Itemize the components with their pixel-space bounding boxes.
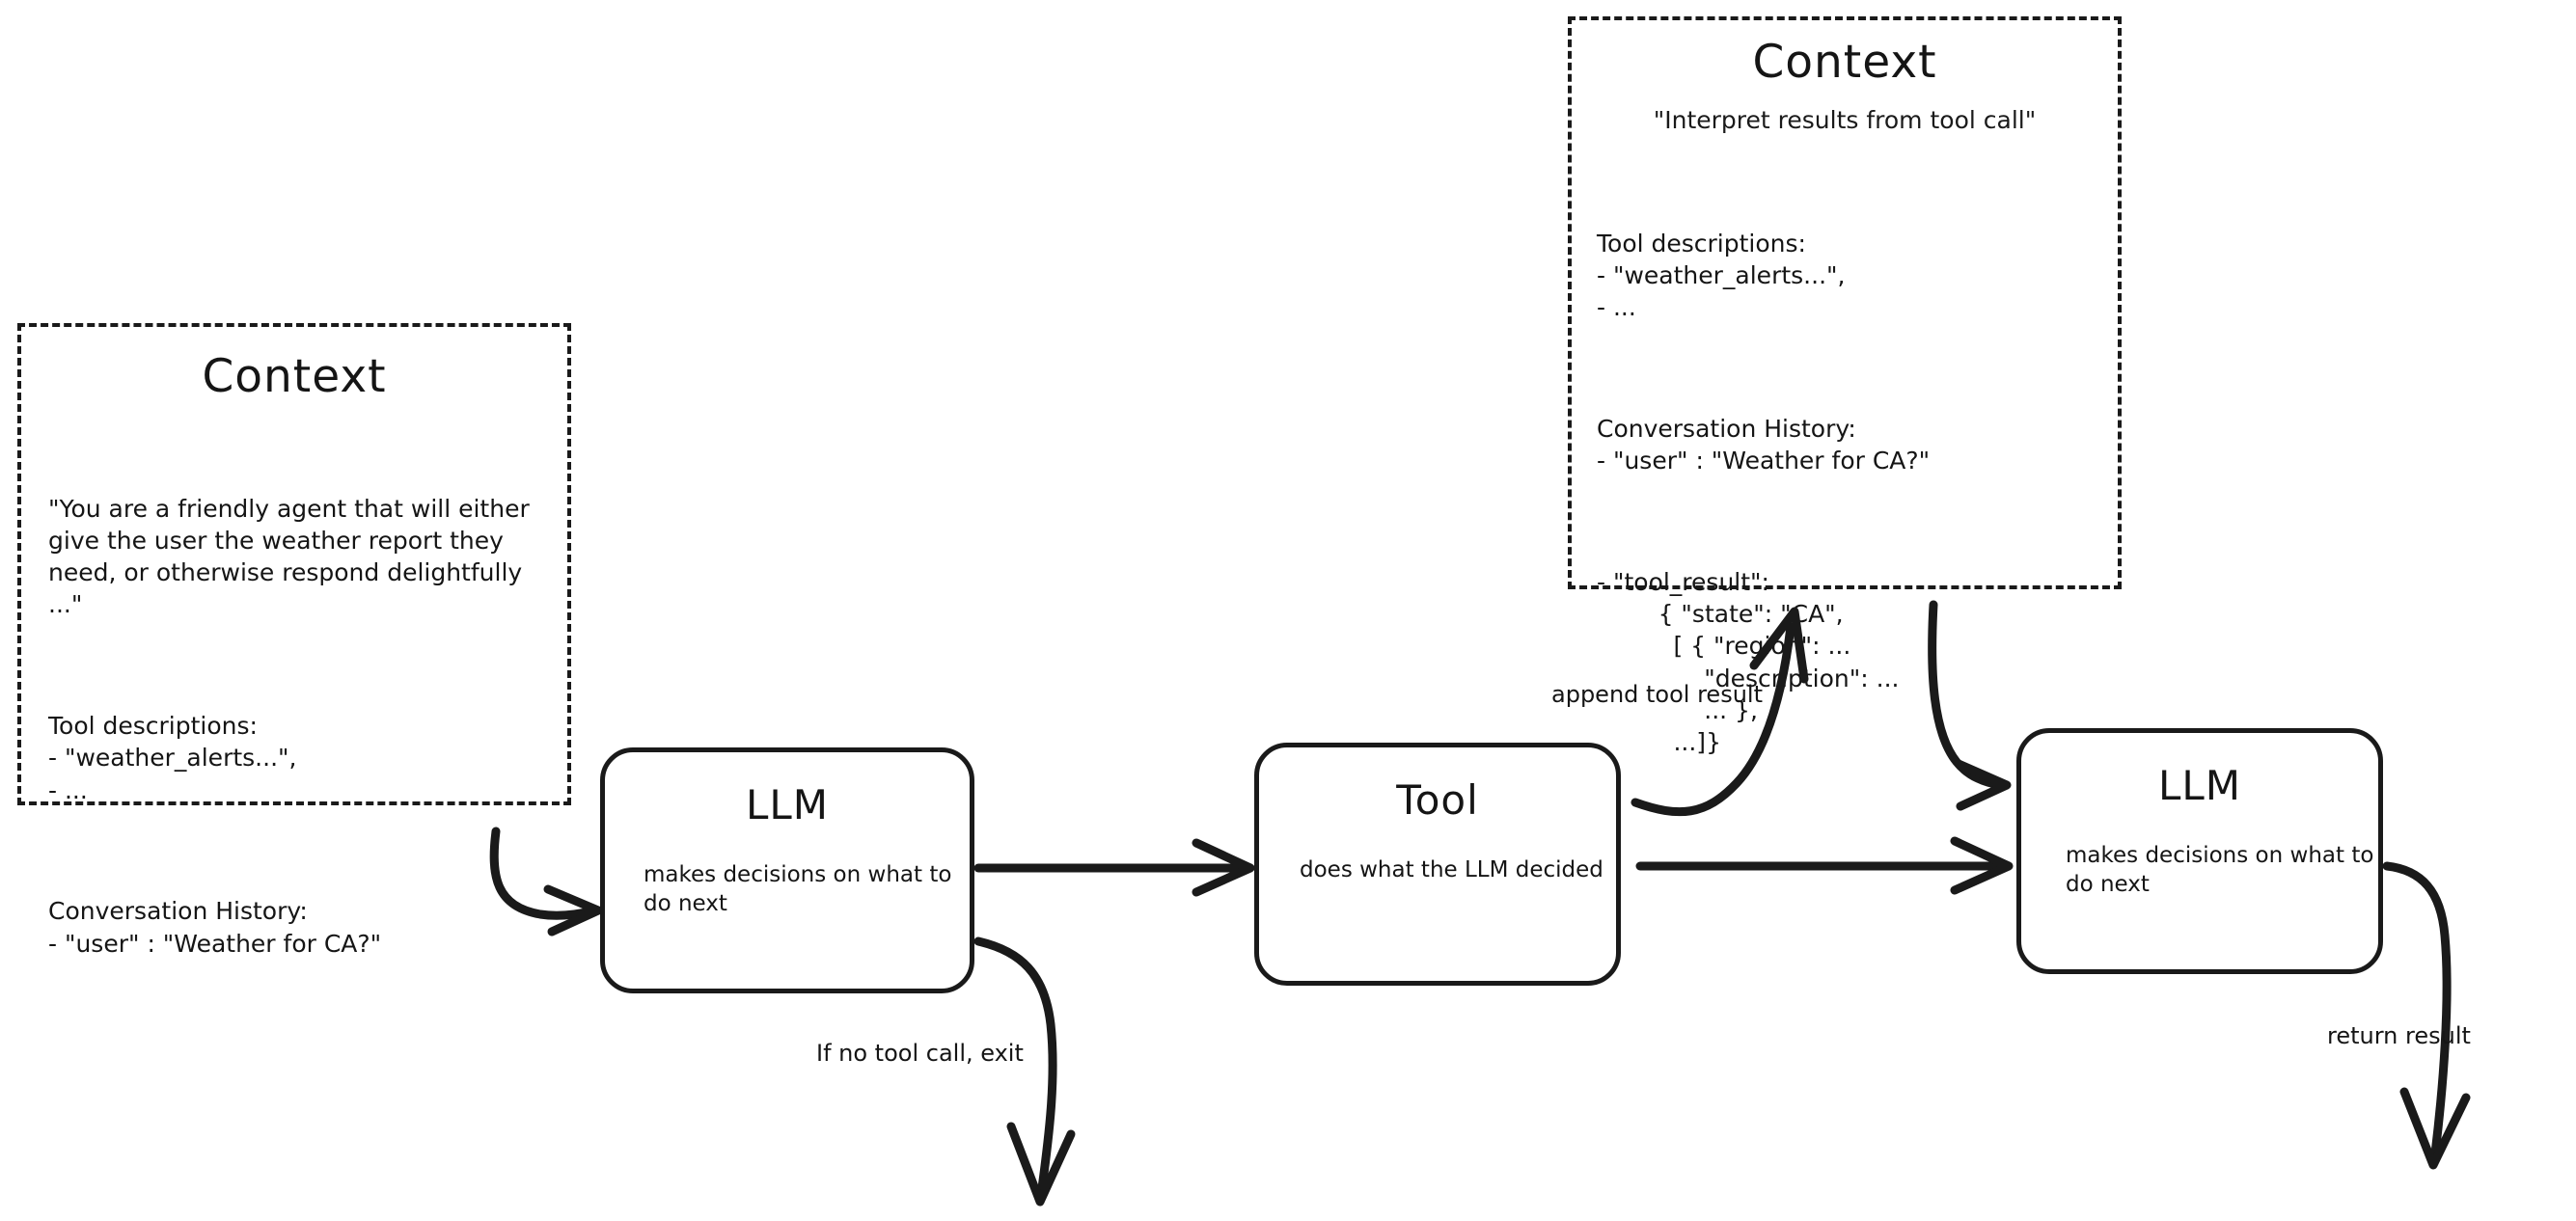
node-llm-second[interactable]: LLM makes decisions on what to do next (2016, 728, 2383, 974)
context-right-tool-descriptions: Tool descriptions: - "weather_alerts..."… (1597, 228, 2093, 324)
node-llm-first-subtitle: makes decisions on what to do next (644, 862, 952, 916)
tool-descriptions-list: - "weather_alerts...", - ... (48, 744, 297, 804)
context-right-instruction: "Interpret results from tool call" (1653, 106, 2037, 134)
edge-label-exit: If no tool call, exit (816, 1040, 1024, 1067)
context-left-tool-descriptions: Tool descriptions: - "weather_alerts..."… (48, 710, 540, 806)
context-right-body: Tool descriptions: - "weather_alerts..."… (1597, 163, 2093, 823)
tool-descriptions-list: - "weather_alerts...", - ... (1597, 260, 1846, 321)
context-right-conversation: Conversation History: - "user" : "Weathe… (1597, 413, 2093, 477)
context-left-body: "You are a friendly agent that will eith… (48, 428, 540, 1023)
node-llm-first[interactable]: LLM makes decisions on what to do next (600, 747, 974, 993)
arrow-llm2-return (2382, 861, 2471, 1170)
conversation-header: Conversation History: (48, 897, 308, 926)
context-right-tool-result: - "tool_result": { "state": "CA", [ { "r… (1597, 567, 1900, 756)
node-tool[interactable]: Tool does what the LLM decided (1254, 743, 1621, 986)
node-tool-title: Tool (1396, 776, 1479, 824)
node-llm-first-title: LLM (745, 781, 830, 828)
node-llm-second-subtitle: makes decisions on what to do next (2066, 843, 2374, 897)
node-llm-second-title: LLM (2157, 762, 2242, 809)
context-left-title: Context (202, 350, 387, 403)
arrow-tool-to-llm2 (1635, 836, 2014, 895)
tool-descriptions-header: Tool descriptions: (1597, 229, 1806, 258)
edge-label-append-result: append tool result (1551, 681, 1763, 708)
edge-label-return-result: return result (2327, 1022, 2471, 1049)
conversation-list: - "user" : "Weather for CA?" (48, 929, 382, 958)
tool-descriptions-header: Tool descriptions: (48, 712, 258, 740)
context-left-system-prompt: "You are a friendly agent that will eith… (48, 494, 537, 619)
arrow-llm1-to-tool (973, 838, 1255, 897)
arrow-llm1-exit (973, 936, 1076, 1207)
conversation-header: Conversation History: (1597, 414, 1856, 443)
context-right-title: Context (1752, 36, 1937, 89)
context-left-conversation: Conversation History: - "user" : "Weathe… (48, 895, 540, 960)
context-box-initial: Context "You are a friendly agent that w… (17, 323, 571, 958)
conversation-user: - "user" : "Weather for CA?" (1597, 447, 1931, 475)
context-box-after-tool: Context "Interpret results from tool cal… (1568, 16, 2122, 756)
node-tool-subtitle: does what the LLM decided (1300, 857, 1603, 882)
